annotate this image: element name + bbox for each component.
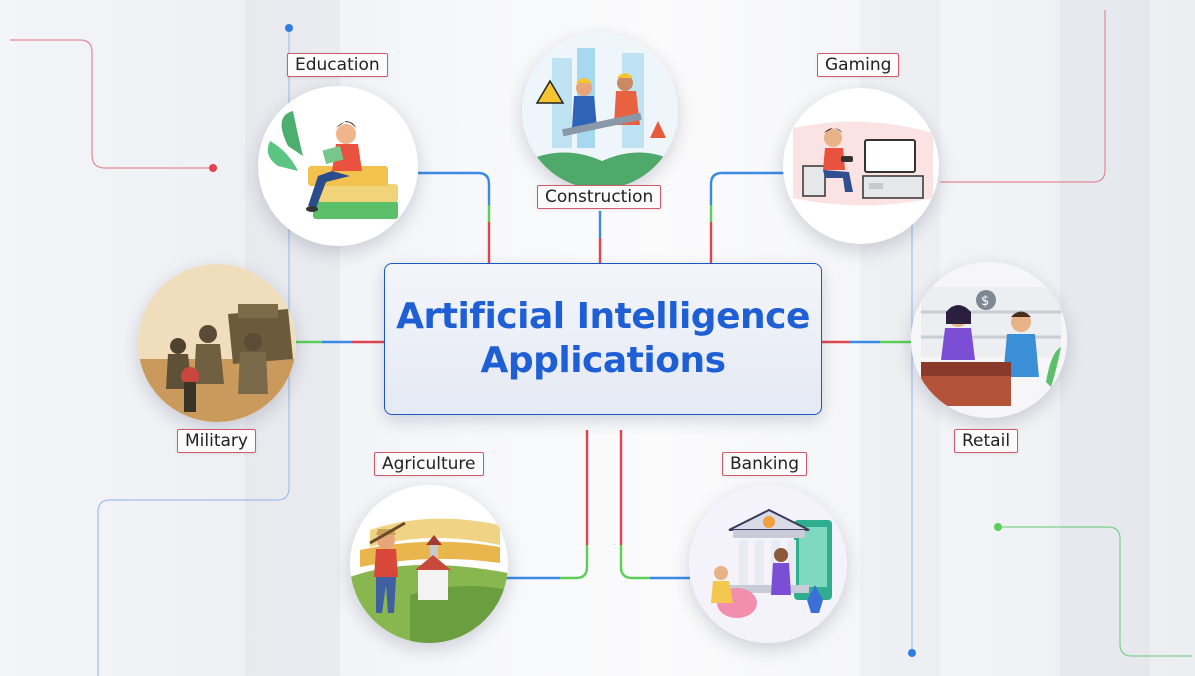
military-label: Military [177, 429, 256, 453]
education-illustration [258, 86, 418, 246]
retail-illustration: $ [911, 262, 1067, 418]
banking-connector [619, 545, 650, 580]
decor-line [10, 39, 212, 169]
agriculture-connector [560, 545, 589, 580]
gaming-label: Gaming [817, 53, 900, 77]
decor-line [97, 28, 290, 676]
retail-label: Retail [954, 429, 1019, 453]
decor-dot [285, 24, 293, 32]
decor-line [998, 526, 1192, 657]
construction-label: Construction [537, 185, 662, 209]
education-label: Education [287, 53, 388, 77]
central-topic-title-line: Applications [480, 340, 726, 381]
decor-line [940, 10, 1106, 183]
gaming-illustration [783, 88, 939, 244]
agriculture-illustration [350, 485, 508, 643]
education-connector [418, 171, 491, 205]
decor-dot [908, 649, 916, 657]
gaming-connector [709, 171, 786, 205]
central-topic-title-line: Artificial Intelligence [396, 296, 810, 337]
banking-illustration [689, 485, 847, 643]
construction-illustration [522, 33, 678, 189]
decor-dot [994, 523, 1002, 531]
banking-label: Banking [722, 452, 807, 476]
military-illustration [138, 264, 296, 422]
agriculture-label: Agriculture [374, 452, 484, 476]
decor-dot [209, 164, 217, 172]
svg-text:$: $ [981, 294, 989, 309]
